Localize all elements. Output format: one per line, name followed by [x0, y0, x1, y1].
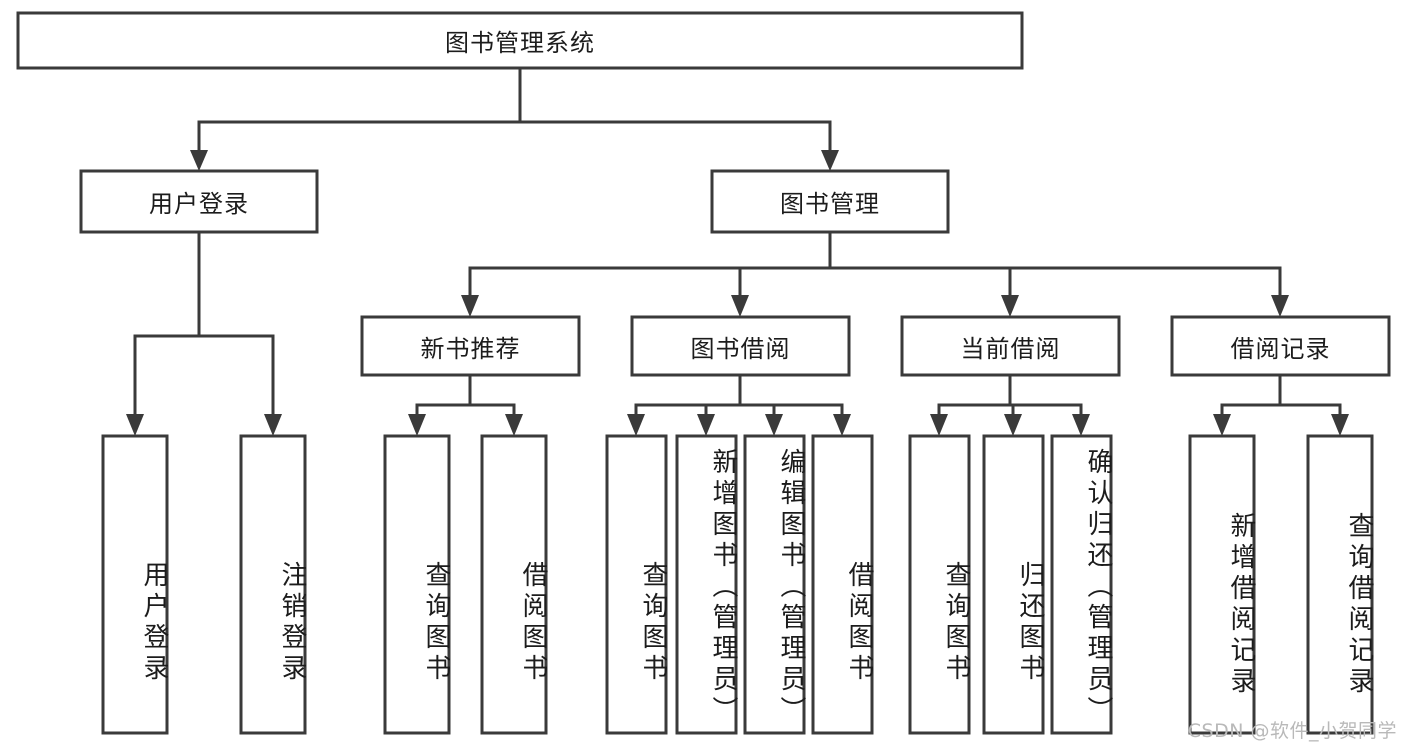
node-box-leaf-add-record[interactable] — [1188, 434, 1256, 735]
node-box-borrow-record[interactable] — [1170, 315, 1391, 377]
arrow-head-current-borrow — [1001, 295, 1019, 317]
node-box-book-manage[interactable] — [710, 169, 950, 234]
arrow-head-leaf-borrow-book-1 — [505, 414, 523, 436]
arrow-head-leaf-edit-book — [765, 414, 783, 436]
node-box-leaf-logout[interactable] — [239, 434, 307, 735]
node-box-root[interactable] — [16, 11, 1024, 70]
node-box-current-borrow[interactable] — [900, 315, 1121, 377]
node-box-leaf-edit-book[interactable] — [743, 434, 806, 735]
node-box-leaf-borrow-book-1[interactable] — [480, 434, 548, 735]
connector-new-book-recommend-to-leaves — [408, 373, 523, 436]
connector-book-manage-to-level3 — [461, 230, 1289, 317]
node-box-leaf-query-book-1[interactable] — [383, 434, 451, 735]
node-box-leaf-query-book-2[interactable] — [605, 434, 668, 735]
node-box-leaf-query-record[interactable] — [1306, 434, 1374, 735]
arrow-head-leaf-return-book — [1004, 414, 1022, 436]
node-box-book-borrow[interactable] — [630, 315, 851, 377]
arrow-head-leaf-query-book-3 — [930, 414, 948, 436]
node-box-leaf-return-book[interactable] — [982, 434, 1045, 735]
node-box-leaf-confirm-return[interactable] — [1050, 434, 1113, 735]
node-box-leaf-add-book[interactable] — [675, 434, 738, 735]
connector-borrow-record-to-leaves — [1213, 373, 1349, 436]
arrow-head-leaf-query-record — [1331, 414, 1349, 436]
arrow-head-new-book-recommend — [461, 295, 479, 317]
connector-book-borrow-to-leaves — [627, 373, 851, 436]
connector-user-login-to-leaves — [126, 230, 282, 436]
arrow-head-leaf-user-login — [126, 414, 144, 436]
arrow-head-leaf-add-book — [697, 414, 715, 436]
node-box-leaf-user-login[interactable] — [101, 434, 169, 735]
arrow-head-leaf-query-book-2 — [627, 414, 645, 436]
node-box-user-login[interactable] — [79, 169, 319, 234]
arrow-head-leaf-logout — [264, 414, 282, 436]
node-box-leaf-borrow-book-2[interactable] — [811, 434, 874, 735]
arrow-head-book-borrow — [731, 295, 749, 317]
arrow-head-leaf-query-book-1 — [408, 414, 426, 436]
arrow-head-leaf-borrow-book-2 — [833, 414, 851, 436]
node-box-new-book-recommend[interactable] — [360, 315, 581, 377]
arrow-head-book-manage — [821, 150, 839, 171]
arrow-head-leaf-add-record — [1213, 414, 1231, 436]
arrow-head-user-login — [190, 150, 208, 171]
arrow-head-leaf-confirm-return — [1072, 414, 1090, 436]
connector-root-to-level2 — [190, 66, 839, 171]
csdn-watermark: CSDN @软件_小贺同学 — [1187, 720, 1397, 742]
connector-current-borrow-to-leaves — [930, 373, 1090, 436]
node-box-leaf-query-book-3[interactable] — [908, 434, 971, 735]
arrow-head-borrow-record — [1271, 295, 1289, 317]
